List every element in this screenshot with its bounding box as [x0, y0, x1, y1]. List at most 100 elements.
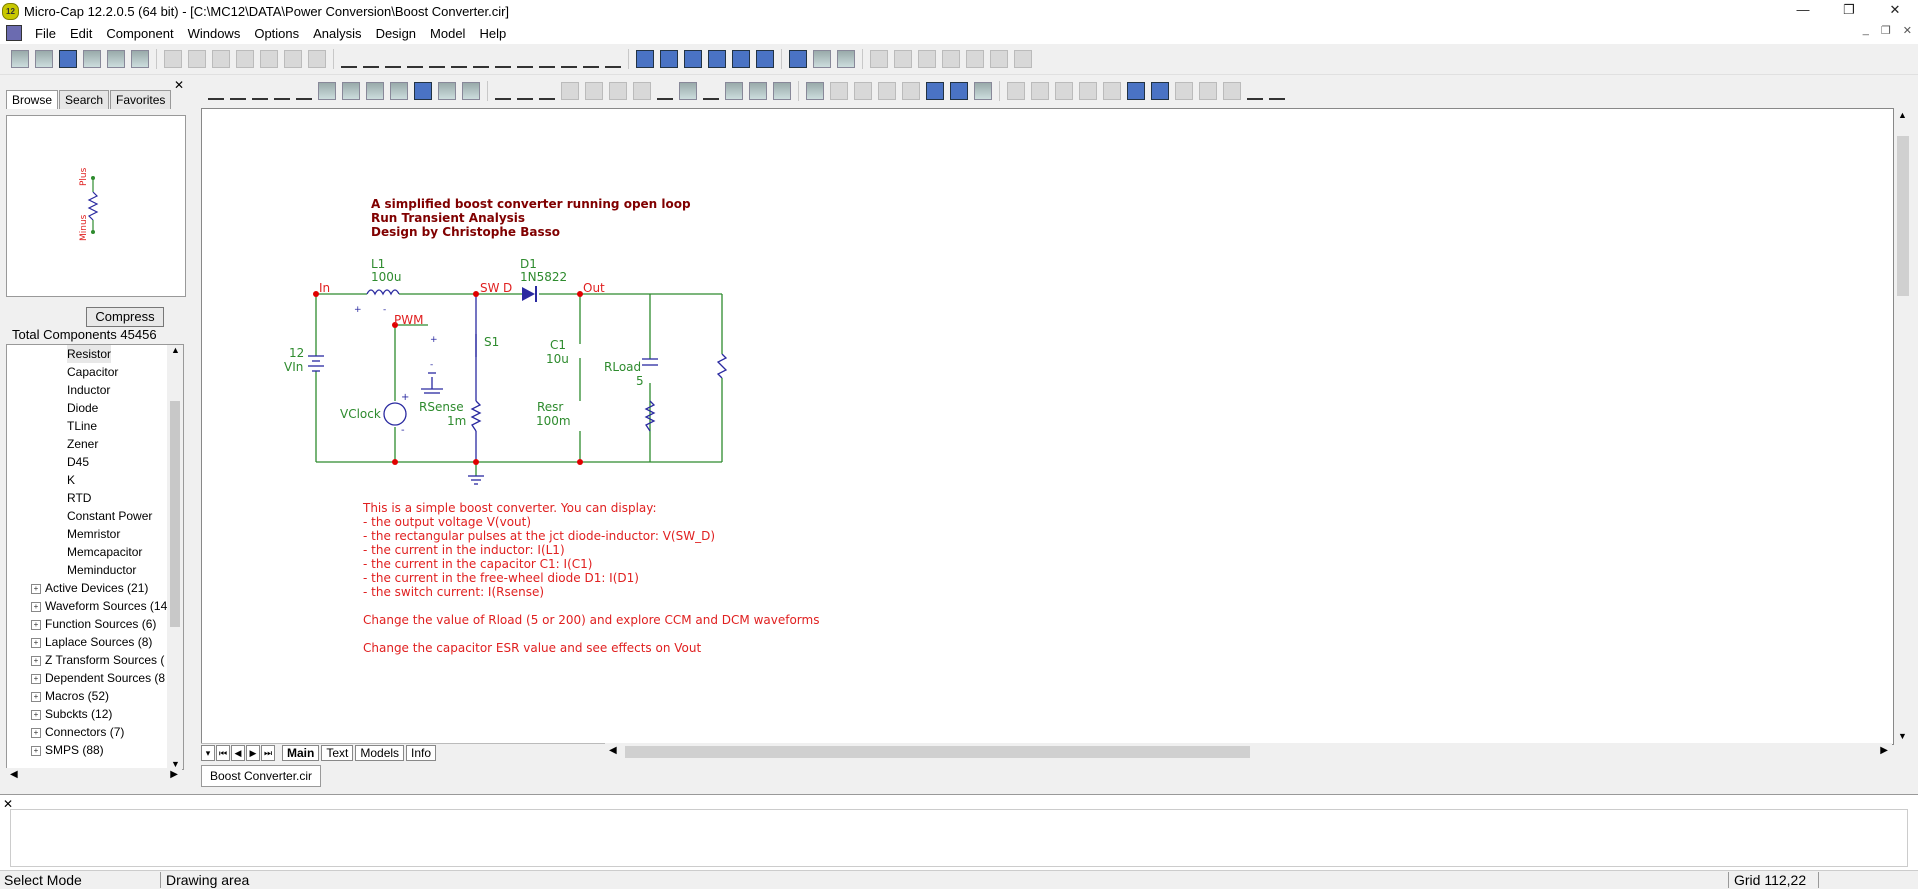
table-icon[interactable]	[462, 82, 480, 100]
expand-icon[interactable]: +	[31, 655, 41, 666]
tree-item[interactable]: TLine	[67, 417, 97, 435]
switch-icon[interactable]	[561, 50, 577, 68]
tree-item[interactable]: Constant Power	[67, 507, 152, 525]
toolbar-disabled-icon-1[interactable]	[870, 50, 888, 68]
select-all-icon[interactable]	[308, 50, 326, 68]
menu-analysis[interactable]: Analysis	[313, 25, 362, 41]
pushbutton-icon[interactable]	[1199, 82, 1217, 100]
tree-item[interactable]: Zener	[67, 435, 98, 453]
canvas-vscroll-thumb[interactable]	[1897, 136, 1909, 296]
canvas-hscroll-thumb[interactable]	[625, 746, 1250, 758]
tree-item[interactable]: Memristor	[67, 525, 120, 543]
select-arrow-icon[interactable]	[208, 82, 224, 100]
flip-x-icon[interactable]	[854, 82, 872, 100]
tree-item[interactable]: +Waveform Sources (14	[31, 597, 167, 615]
canvas-scroll-down-icon[interactable]: ▼	[1898, 731, 1907, 741]
tab-favorites[interactable]: Favorites	[110, 90, 172, 109]
node-voltages-icon[interactable]	[539, 82, 555, 100]
font-icon[interactable]	[1247, 82, 1263, 100]
pin-connections-icon[interactable]	[633, 82, 651, 100]
toolbar-disabled-icon-4[interactable]	[942, 50, 960, 68]
page-last-icon[interactable]: ⏭	[261, 745, 275, 761]
cascade-icon[interactable]	[636, 50, 654, 68]
library-icon[interactable]	[813, 50, 831, 68]
redo-icon[interactable]	[188, 50, 206, 68]
capacitor-icon[interactable]	[385, 50, 401, 68]
more-icon[interactable]	[1055, 82, 1073, 100]
tree-item[interactable]: K	[67, 471, 75, 489]
toolbar-disabled-icon-6[interactable]	[990, 50, 1008, 68]
help-icon[interactable]	[414, 82, 432, 100]
tab-search[interactable]: Search	[59, 90, 110, 109]
canvas-scroll-left-icon[interactable]: ◀	[609, 745, 617, 756]
mdi-restore-icon[interactable]: ❐	[1880, 25, 1891, 37]
tree-item[interactable]: +Function Sources (6)	[31, 615, 156, 633]
canvas-vscrollbar[interactable]: ▲ ▼	[1894, 108, 1912, 743]
resistor-icon[interactable]	[363, 50, 379, 68]
current-icon[interactable]	[561, 82, 579, 100]
tree-item[interactable]: Memcapacitor	[67, 543, 142, 561]
scroll-left-icon[interactable]: ◀	[10, 769, 18, 780]
page-prev-icon[interactable]: ◀	[231, 745, 245, 761]
tab-main[interactable]: Main	[282, 745, 320, 761]
zoom-in-icon[interactable]	[1127, 82, 1145, 100]
text-tool-icon[interactable]	[274, 82, 290, 100]
binoculars-icon[interactable]	[950, 82, 968, 100]
find-icon[interactable]	[107, 50, 125, 68]
opamp-icon[interactable]	[517, 50, 533, 68]
tree-item[interactable]: Diode	[67, 399, 98, 417]
power-icon[interactable]	[585, 82, 603, 100]
menu-options[interactable]: Options	[254, 25, 300, 41]
capacitor-c1[interactable]	[642, 358, 658, 366]
file-tab[interactable]: Boost Converter.cir	[201, 765, 322, 787]
mirror-icon[interactable]	[902, 82, 920, 100]
fourier-icon[interactable]	[657, 82, 673, 100]
tree-hscrollbar[interactable]: ◀ ▶	[6, 768, 182, 784]
minimize-icon[interactable]: —	[1796, 2, 1810, 17]
menu-help[interactable]: Help	[479, 25, 507, 41]
flip-y-icon[interactable]	[878, 82, 896, 100]
undo-icon[interactable]	[164, 50, 182, 68]
scroll-up-icon[interactable]: ▲	[171, 345, 180, 355]
drawing-area[interactable]: A simplified boost converter running ope…	[201, 108, 1894, 745]
tree-item[interactable]: +Dependent Sources (8	[31, 669, 165, 687]
page-add-icon[interactable]	[749, 82, 767, 100]
delete-icon[interactable]	[284, 50, 302, 68]
diode-d1[interactable]	[522, 286, 537, 302]
menu-edit[interactable]: Edit	[69, 25, 93, 41]
expand-icon[interactable]: +	[31, 691, 41, 702]
bom-icon[interactable]	[806, 82, 824, 100]
tab-models[interactable]: Models	[355, 745, 405, 761]
open-file-icon[interactable]	[35, 50, 53, 68]
cancel-icon[interactable]	[1031, 82, 1049, 100]
grid-toggle-icon[interactable]	[703, 82, 719, 100]
zoom-fit-icon[interactable]	[1175, 82, 1193, 100]
source-icon[interactable]	[583, 50, 599, 68]
toolbar-disabled-icon-3[interactable]	[918, 50, 936, 68]
tree-item[interactable]: RTD	[67, 489, 91, 507]
tree-item[interactable]: +Active Devices (21)	[31, 579, 148, 597]
stop-icon[interactable]	[1007, 82, 1025, 100]
tile-horizontal-icon[interactable]	[684, 50, 702, 68]
panel-close-icon[interactable]: ✕	[173, 78, 184, 92]
copy-icon[interactable]	[236, 50, 254, 68]
expand-icon[interactable]: +	[31, 601, 41, 612]
scroll-down-icon[interactable]: ▼	[171, 759, 180, 769]
node-numbers-icon[interactable]	[517, 82, 533, 100]
tab-text[interactable]: Text	[321, 745, 354, 761]
ground-icon[interactable]	[341, 50, 357, 68]
tree-scroll-thumb[interactable]	[170, 401, 180, 627]
replace-icon[interactable]	[974, 82, 992, 100]
tree-item[interactable]: +Connectors (7)	[31, 723, 124, 741]
group-icon[interactable]	[1079, 82, 1097, 100]
toolbar-disabled-icon-2[interactable]	[894, 50, 912, 68]
tree-item[interactable]: D45	[67, 453, 89, 471]
attribute-icon[interactable]	[495, 82, 511, 100]
page-icon[interactable]	[725, 82, 743, 100]
tree-item[interactable]: +Subckts (12)	[31, 705, 112, 723]
arrange-icon[interactable]	[1223, 82, 1241, 100]
web-icon[interactable]	[837, 50, 855, 68]
graphics-icon[interactable]	[318, 82, 336, 100]
expand-icon[interactable]: +	[31, 673, 41, 684]
pan-icon[interactable]	[230, 82, 246, 100]
